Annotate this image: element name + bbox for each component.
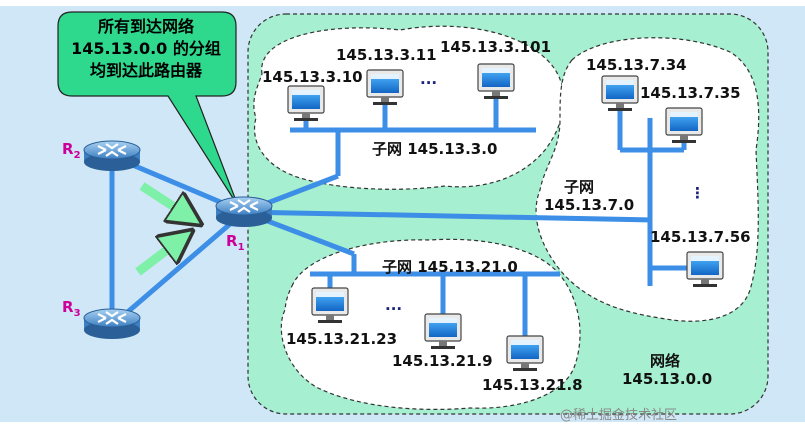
arrow-r2-to-r1 — [139, 182, 188, 216]
host-label-3-10: 145.13.3.10 — [262, 68, 363, 86]
network-label-line2: 145.13.0.0 — [622, 370, 713, 388]
network-label-line1: 网络 — [650, 352, 681, 370]
host-label-21-23: 145.13.21.23 — [286, 330, 398, 348]
arrow-r3-to-r1 — [135, 240, 180, 276]
watermark: @稀土掘金技术社区 — [560, 408, 678, 423]
callout-line-1: 所有到达网络 — [97, 17, 194, 36]
subnet-21-ellipsis: ... — [385, 296, 403, 314]
subnet-7-label-line1: 子网 — [564, 178, 595, 196]
router-r3 — [82, 307, 142, 341]
callout-line-3: 均到达此路由器 — [89, 61, 202, 80]
host-label-3-11: 145.13.3.11 — [336, 46, 437, 64]
link-r1-subnet7 — [243, 209, 653, 223]
host-label-7-35: 145.13.7.35 — [640, 84, 741, 102]
callout-line-2: 145.13.0.0 的分组 — [71, 39, 221, 58]
subnet-7-label-line2: 145.13.7.0 — [544, 196, 635, 214]
router-r1 — [214, 195, 274, 229]
router-r2 — [82, 139, 142, 173]
host-label-21-9: 145.13.21.9 — [392, 352, 493, 370]
host-label-7-34: 145.13.7.34 — [586, 56, 687, 74]
host-label-21-8: 145.13.21.8 — [482, 376, 583, 394]
callout-text: 所有到达网络 145.13.0.0 的分组 均到达此路由器 — [62, 16, 230, 82]
router-r2-label: R2 — [62, 140, 81, 161]
callout-box — [57, 11, 239, 207]
subnet-21-label: 子网 145.13.21.0 — [382, 258, 518, 276]
host-label-3-101: 145.13.3.101 — [440, 38, 552, 56]
subnet-3-label: 子网 145.13.3.0 — [372, 140, 498, 158]
router-r3-label: R3 — [62, 298, 81, 319]
subnet-3-ellipsis: ... — [420, 70, 438, 88]
subnet-7-ellipsis: ⋮ — [690, 184, 705, 202]
host-label-7-56: 145.13.7.56 — [650, 228, 751, 246]
link-r3-r1 — [114, 210, 246, 324]
subnet-7-region — [535, 37, 760, 322]
router-r1-label: R1 — [226, 232, 245, 253]
